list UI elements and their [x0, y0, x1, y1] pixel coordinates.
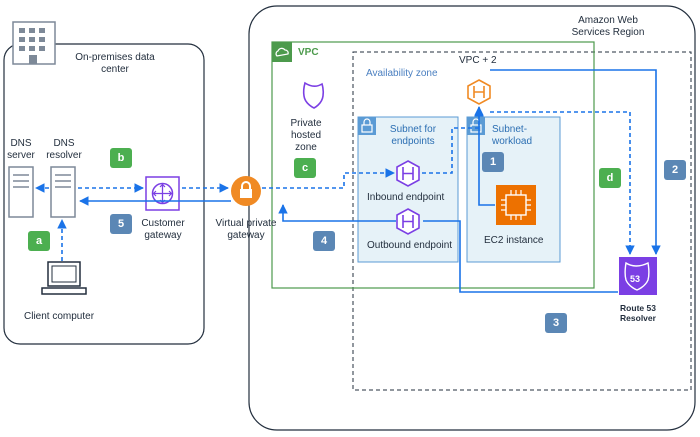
subnet-endpoints-line1: Subnet for	[389, 124, 437, 135]
inbound-endpoint-label: Inbound endpoint	[367, 192, 445, 203]
vpc-plus-two-label: VPC + 2	[459, 55, 497, 66]
step-3-badge: 3	[545, 313, 567, 333]
dns-server-icon	[8, 166, 34, 218]
step-b-badge: b	[110, 148, 132, 168]
availability-zone-label: Availability zone	[366, 68, 438, 79]
outbound-endpoint-label: Outbound endpoint	[367, 240, 453, 251]
route53-label-line1: Route 53	[620, 303, 656, 313]
region-label: Amazon Web Services Region	[548, 15, 668, 39]
step-5-badge: 5	[110, 214, 132, 234]
arrow-d	[490, 111, 635, 255]
private-hosted-zone-icon	[302, 81, 325, 109]
step-c-badge: c	[294, 158, 316, 178]
vpc-plus-two-icon	[467, 79, 491, 105]
dns-resolver-label-line2: resolver	[46, 150, 82, 161]
route53-badge-text: 53	[630, 274, 641, 284]
arrow-c	[262, 168, 395, 189]
step-4-badge: 4	[313, 231, 335, 251]
dns-resolver-label-line1: DNS	[53, 138, 75, 149]
customer-gateway-label: Customer gateway	[130, 218, 196, 242]
subnet-workload-line2: workload	[492, 136, 533, 147]
lock-icon	[361, 118, 373, 133]
dns-resolver-label: DNS resolver	[40, 138, 88, 162]
route53-label-line2: Resolver	[620, 313, 656, 323]
building-icon	[12, 21, 56, 65]
region-label-line1: Amazon Web	[578, 15, 638, 26]
dns-resolver-icon	[50, 166, 76, 218]
customer-gateway-label-line1: Customer	[141, 218, 185, 229]
client-computer-label: Client computer	[24, 311, 95, 322]
dns-server-label-line2: server	[7, 150, 35, 161]
dns-server-label-line1: DNS	[10, 138, 32, 149]
client-computer-icon	[41, 261, 87, 295]
onprem-title: On-premises data center	[60, 52, 170, 76]
ec2-instance-label: EC2 instance	[484, 235, 544, 246]
subnet-workload-label: Subnet- workload	[492, 124, 532, 148]
phz-line1: Private	[290, 118, 322, 129]
onprem-title-line1: On-premises data	[75, 52, 155, 63]
ec2-instance-icon	[496, 185, 536, 225]
subnet-endpoints-line2: endpoints	[391, 136, 435, 147]
onprem-title-line2: center	[101, 64, 129, 75]
subnet-endpoints-box	[357, 116, 459, 263]
phz-line3: zone	[295, 142, 317, 153]
vpg-lock-icon	[231, 176, 261, 206]
route53-label: Route 53 Resolver	[606, 303, 670, 323]
vpc-title: VPC	[298, 47, 319, 58]
vpc-box	[271, 41, 595, 289]
arrow-4	[278, 204, 396, 222]
step-1-badge: 1	[482, 152, 504, 172]
vpg-label-line1: Virtual private	[215, 218, 277, 229]
step-a-badge: a	[28, 231, 50, 251]
vpg-label-line2: gateway	[227, 230, 265, 241]
arrow-2	[490, 69, 661, 255]
arrow-3	[423, 220, 618, 293]
step-2-badge: 2	[664, 160, 686, 180]
arrow-1	[474, 107, 495, 206]
vpg-label: Virtual private gateway	[200, 218, 292, 242]
subnet-workload-line1: Subnet-	[492, 124, 528, 135]
region-label-line2: Services Region	[571, 27, 645, 38]
customer-gateway-label-line2: gateway	[144, 230, 182, 241]
vpc-cloud-icon	[272, 42, 292, 62]
customer-gateway-icon	[145, 176, 180, 211]
subnet-endpoints-label: Subnet for endpoints	[378, 124, 448, 148]
private-hosted-zone-label: Private hosted zone	[283, 118, 329, 154]
inbound-endpoint-icon	[396, 160, 420, 187]
step-d-badge: d	[599, 168, 621, 188]
phz-line2: hosted	[290, 130, 322, 141]
dns-server-label: DNS server	[2, 138, 40, 162]
outbound-endpoint-icon	[396, 208, 420, 235]
